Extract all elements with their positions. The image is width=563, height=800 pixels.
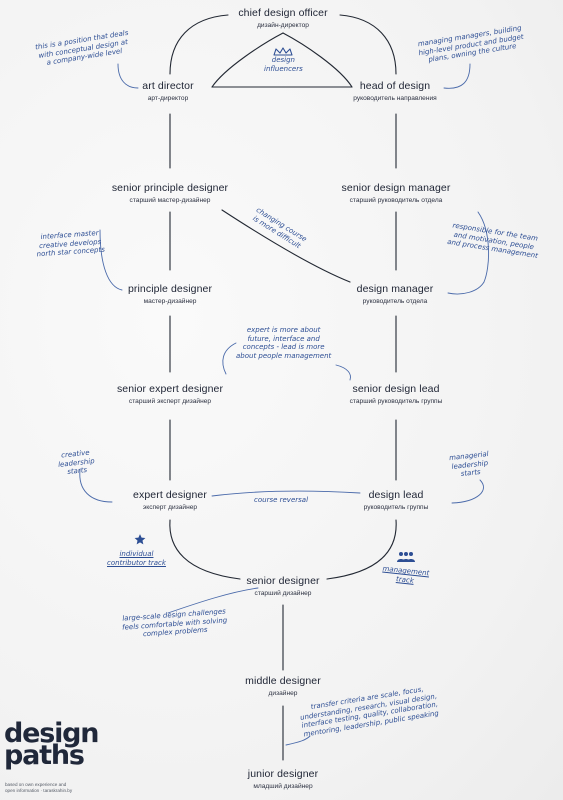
senior-expert-designer-title: senior expert designer bbox=[116, 383, 224, 395]
node-senior-principle-designer: senior principle designer старший мастер… bbox=[112, 182, 228, 204]
junior-designer-title: junior designer bbox=[247, 768, 319, 780]
note-line-expert-lead-right bbox=[335, 364, 351, 381]
node-middle-designer: middle designer дизайнер bbox=[245, 675, 321, 697]
note-line-interface-master bbox=[99, 229, 123, 291]
art-director-subtitle: арт-директор bbox=[147, 95, 189, 102]
node-senior-design-manager: senior design manager старший руководите… bbox=[342, 182, 451, 204]
note-individual-track: individual contributor track bbox=[107, 550, 166, 567]
node-design-manager: design manager руководитель отдела bbox=[357, 283, 434, 305]
head-of-design-title: head of design bbox=[359, 80, 431, 92]
senior-principle-designer-title: senior principle designer bbox=[111, 182, 229, 194]
node-design-lead: design lead руководитель группы bbox=[364, 489, 429, 511]
senior-design-manager-subtitle: старший руководитель отдела bbox=[349, 197, 443, 204]
note-line-course-reversal bbox=[211, 490, 361, 497]
design-manager-subtitle: руководитель отдела bbox=[362, 298, 428, 305]
note-line-managerial bbox=[451, 479, 484, 504]
design-manager-title: design manager bbox=[356, 283, 434, 295]
note-line-large-scale bbox=[167, 587, 259, 614]
principle-designer-title: principle designer bbox=[127, 283, 213, 295]
note-design-influencers: design influencers bbox=[264, 56, 303, 73]
node-senior-designer: senior designer старший дизайнер bbox=[246, 575, 319, 597]
senior-principle-designer-subtitle: старший мастер-дизайнер bbox=[129, 197, 211, 204]
note-line-responsible-2 bbox=[447, 281, 485, 295]
senior-designer-title: senior designer bbox=[246, 575, 320, 587]
node-head-of-design: head of design руководитель направления bbox=[353, 80, 436, 102]
people-icon bbox=[397, 552, 415, 562]
star-icon bbox=[134, 534, 146, 545]
design-lead-title: design lead bbox=[368, 489, 424, 501]
note-expert-vs-lead: expert is more about future, interface a… bbox=[236, 326, 332, 360]
senior-design-lead-subtitle: старший руководитель группы bbox=[349, 398, 443, 405]
footnote-line-2: open information · taraskrahin.by bbox=[5, 788, 73, 793]
expert-designer-title: expert designer bbox=[133, 489, 207, 501]
node-junior-designer: junior designer младший дизайнер bbox=[248, 768, 318, 790]
brand-logo: design paths bbox=[4, 718, 100, 771]
principle-designer-subtitle: мастер-дизайнер bbox=[143, 298, 197, 305]
middle-designer-subtitle: дизайнер bbox=[268, 690, 298, 697]
note-line-art-director bbox=[117, 63, 139, 89]
design-lead-subtitle: руководитель группы bbox=[363, 504, 429, 511]
note-managerial-leadership: managerial leadership starts bbox=[448, 449, 490, 479]
middle-designer-title: middle designer bbox=[245, 675, 321, 687]
note-line-expert-lead-left bbox=[222, 342, 237, 375]
node-principle-designer: principle designer мастер-дизайнер bbox=[128, 283, 212, 305]
node-chief-design-officer: chief design officer дизайн-директор bbox=[238, 7, 327, 29]
note-line-head bbox=[443, 63, 471, 89]
expert-designer-subtitle: эксперт дизайнер bbox=[142, 504, 198, 511]
line-influencers-arc bbox=[211, 32, 284, 88]
note-creative-leadership: creative leadership starts bbox=[57, 448, 95, 477]
crown-icon bbox=[273, 47, 293, 56]
brand-line-2: paths bbox=[4, 740, 85, 771]
node-senior-expert-designer: senior expert designer старший эксперт д… bbox=[117, 383, 223, 405]
note-line-creative bbox=[79, 469, 113, 503]
node-art-director: art director арт-директор bbox=[142, 80, 193, 102]
head-of-design-subtitle: руководитель направления bbox=[353, 95, 437, 102]
note-course-reversal: course reversal bbox=[254, 496, 309, 504]
line-senior-to-lead bbox=[326, 519, 397, 580]
line-art-director-to-chief bbox=[169, 14, 229, 75]
senior-designer-subtitle: старший дизайнер bbox=[254, 590, 312, 597]
node-senior-design-lead: senior design lead старший руководитель … bbox=[350, 383, 443, 405]
note-line-responsible bbox=[477, 211, 490, 283]
art-director-title: art director bbox=[142, 80, 194, 92]
footnote-line-1: based on own experience and bbox=[5, 782, 67, 787]
chief-design-officer-title: chief design officer bbox=[238, 7, 328, 19]
senior-design-manager-title: senior design manager bbox=[341, 182, 451, 194]
line-influencers-arc-right bbox=[282, 32, 353, 88]
brand-line-1: design bbox=[4, 718, 100, 749]
note-line-transfer bbox=[285, 735, 311, 746]
node-expert-designer: expert designer эксперт дизайнер bbox=[133, 489, 207, 511]
brand-footnote: based on own experience and open informa… bbox=[5, 782, 72, 794]
chief-design-officer-subtitle: дизайн-директор bbox=[257, 22, 309, 29]
line-senior-principle-to-manager bbox=[221, 209, 351, 283]
note-interface-master: interface master creative develops north… bbox=[36, 229, 106, 259]
junior-designer-subtitle: младший дизайнер bbox=[253, 783, 313, 790]
senior-design-lead-title: senior design lead bbox=[352, 383, 440, 395]
line-senior-to-expert bbox=[169, 519, 241, 580]
senior-expert-designer-subtitle: старший эксперт дизайнер bbox=[128, 398, 212, 405]
line-head-to-chief bbox=[339, 14, 397, 75]
